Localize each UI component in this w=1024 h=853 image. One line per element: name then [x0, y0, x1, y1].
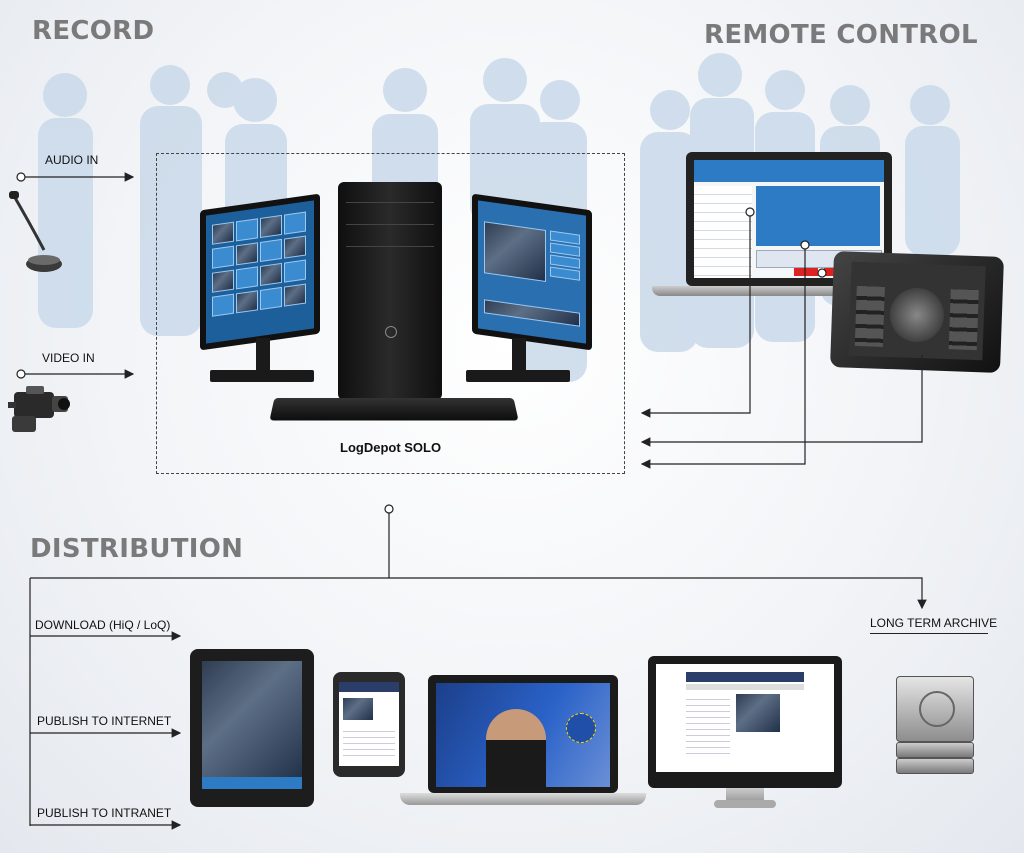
archive-underline — [870, 633, 988, 634]
publish-intranet-label: PUBLISH TO INTRANET — [37, 806, 172, 820]
remote-control-heading: REMOTE CONTROL — [704, 20, 978, 50]
archive-storage-icon — [896, 676, 976, 786]
video-in-label: VIDEO IN — [42, 351, 95, 365]
output-monitor — [648, 656, 844, 812]
logdepot-system-box — [156, 153, 625, 474]
video-camera-icon — [8, 386, 70, 432]
publish-internet-label: PUBLISH TO INTERNET — [37, 714, 172, 728]
product-name: LogDepot SOLO — [340, 440, 442, 455]
microphone-icon — [9, 191, 62, 272]
computer-tower — [338, 182, 442, 400]
left-monitor — [196, 188, 320, 388]
audio-in-label: AUDIO IN — [45, 153, 99, 167]
right-monitor — [462, 188, 592, 388]
download-label: DOWNLOAD (HiQ / LoQ) — [35, 618, 171, 632]
output-phone — [333, 672, 405, 777]
output-laptop — [400, 675, 648, 809]
output-tablet — [190, 649, 314, 807]
record-heading: RECORD — [32, 16, 155, 46]
distribution-heading: DISTRIBUTION — [30, 534, 244, 564]
long-term-archive-label: LONG TERM ARCHIVE — [870, 616, 998, 630]
